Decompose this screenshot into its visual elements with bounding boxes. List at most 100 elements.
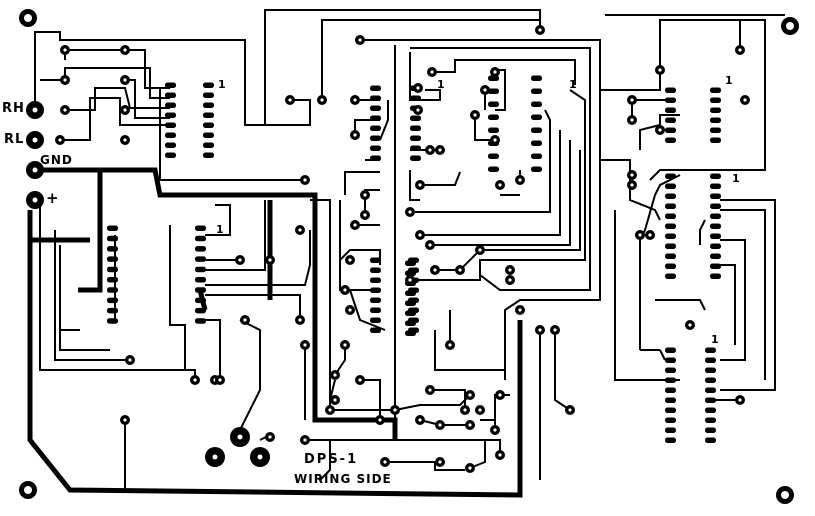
signal-trace [430, 389, 466, 410]
ic-pin-pad [705, 387, 716, 393]
pad-hole [508, 268, 512, 272]
signal-trace [430, 59, 576, 85]
pad-hole [638, 233, 642, 237]
pad-hole [428, 388, 432, 392]
ic-pin-pad [665, 263, 676, 269]
pad-hole [493, 138, 497, 142]
pad-hole [630, 118, 634, 122]
pad-hole [268, 435, 272, 439]
ic-pin-pad [710, 97, 721, 103]
signal-trace [239, 319, 261, 431]
signal-trace [415, 109, 551, 213]
pad-hole [358, 38, 362, 42]
ic-pin-pad [531, 166, 542, 172]
ic-pin-pad [405, 290, 416, 296]
pad-hole [658, 128, 662, 132]
signal-trace [394, 394, 471, 411]
mounting-hole-center [24, 486, 32, 494]
power-trace [30, 167, 398, 440]
pad-hole [430, 70, 434, 74]
pad-hole [298, 228, 302, 232]
ic-pin-pad [405, 320, 416, 326]
signal-trace [40, 67, 170, 99]
signal-trace [420, 171, 461, 186]
signal-trace [410, 89, 586, 281]
ic-pin-pad [107, 287, 118, 293]
ic-pin-pad [107, 318, 118, 324]
ic-pin-pad [488, 166, 499, 172]
ic-pin-pad [665, 193, 676, 199]
ic-pin-pad [370, 287, 381, 293]
ic-chip [488, 75, 542, 172]
signal-trace [339, 249, 381, 265]
ic-pin-pad [665, 397, 676, 403]
ic-pin-pad [203, 82, 214, 88]
signal-trace [344, 171, 380, 195]
ic-pin-pad [203, 112, 214, 118]
signal-trace [205, 294, 301, 320]
ic-pin-pad [370, 317, 381, 323]
pin1-marker: 1 [437, 78, 445, 91]
signal-trace [600, 70, 661, 91]
signal-trace [60, 97, 170, 141]
signal-trace [655, 299, 706, 311]
ic-pin-pad [195, 287, 206, 293]
signal-trace [385, 461, 465, 471]
signal-trace [474, 115, 495, 141]
pad-hole [538, 328, 542, 332]
ic-pin-pad [710, 273, 721, 279]
pad-hole [257, 454, 263, 460]
signal-trace [265, 99, 311, 126]
pad-hole [438, 148, 442, 152]
signal-trace [34, 9, 541, 126]
ic-pin-pad [370, 267, 381, 273]
ic-pin-pad [195, 307, 206, 314]
pad-hole [353, 223, 357, 227]
ic-pin-pad [195, 297, 206, 304]
pad-hole [498, 453, 502, 457]
signal-trace [310, 199, 395, 411]
ic-pin-pad [531, 140, 542, 146]
ic-pin-pad [531, 114, 542, 120]
ic-pin-pad [531, 88, 542, 94]
ic-pin-pad [107, 235, 118, 242]
pad-hole [493, 428, 497, 432]
ic-pin-pad [370, 297, 381, 303]
pad-hole [32, 197, 38, 203]
pin1-marker: 1 [732, 172, 740, 185]
signal-trace [339, 200, 380, 291]
signal-trace [360, 379, 381, 420]
ic-pin-pad [710, 263, 721, 269]
signal-trace [420, 130, 561, 236]
ic-pin-pad [665, 117, 676, 123]
ic-pin-pad [665, 173, 676, 179]
ic-pin-pad [665, 253, 676, 259]
pad-hole [288, 98, 292, 102]
ic-pin-pad [488, 127, 499, 133]
pad-hole [508, 278, 512, 282]
ic-pin-pad [710, 223, 721, 229]
ic-pin-pad [531, 127, 542, 133]
ic-pin-pad [531, 101, 542, 107]
pad-hole [433, 268, 437, 272]
signal-trace [720, 209, 766, 380]
pad-hole [383, 460, 387, 464]
pad-hole [328, 408, 332, 412]
pad-hole [738, 398, 742, 402]
board-name-label: DPS-1 [304, 452, 359, 467]
ic-pin-pad [665, 243, 676, 249]
signal-trace [349, 289, 386, 331]
ic-pin-pad [165, 132, 176, 138]
ic-pin-pad [665, 407, 676, 413]
mounting-hole-center [781, 491, 789, 499]
pad-hole [418, 233, 422, 237]
pad-hole [743, 98, 747, 102]
mounting-holes [19, 9, 799, 504]
pad-hole [63, 78, 67, 82]
ic-pin-pad [203, 92, 214, 98]
ic-pin-pad [665, 183, 676, 189]
ic-pin-pad [710, 87, 721, 93]
ic-pin-pad [405, 270, 416, 276]
pad-hole [658, 68, 662, 72]
ic-pin-pad [410, 95, 421, 101]
